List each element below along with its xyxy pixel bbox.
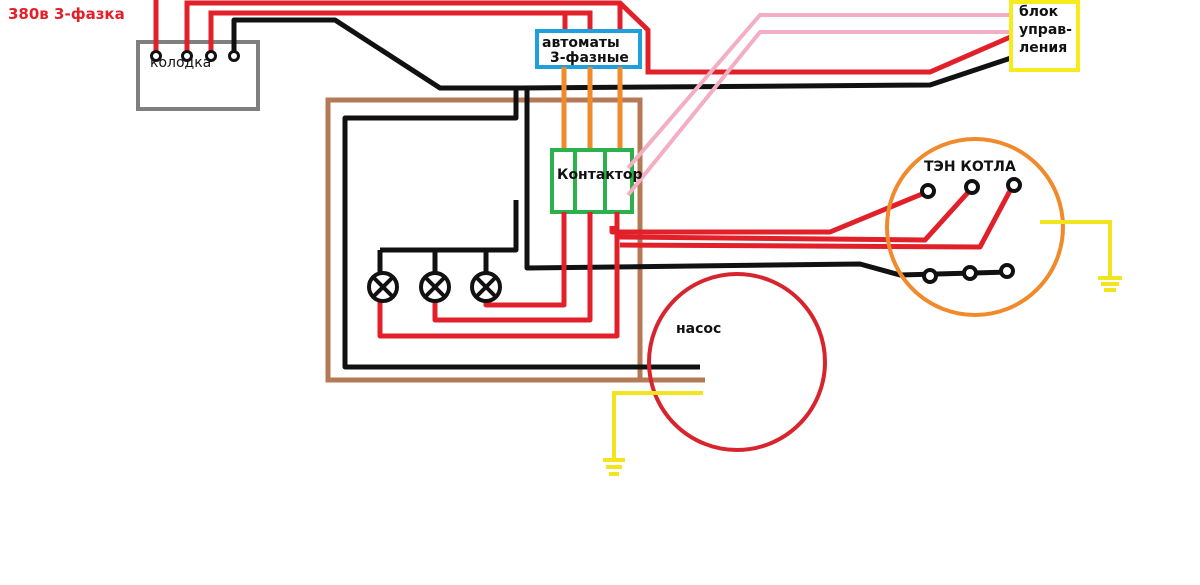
breakers-label-line2: 3-фазные — [550, 50, 629, 67]
terminal-contacts — [150, 50, 240, 62]
heater-terminals-top — [920, 177, 1022, 199]
lamp-icon — [367, 271, 399, 303]
control-unit-frame — [1009, 0, 1080, 72]
heater-terminals-bottom — [922, 263, 1015, 284]
control-unit-label: блок управ- ления — [1019, 4, 1072, 57]
terminal-block-label: колодка — [150, 55, 212, 71]
breakers-label: автоматы 3-фазные — [542, 35, 629, 67]
contactor-output-wires — [377, 185, 1015, 339]
heater-label: ТЭН КОТЛА — [924, 159, 1016, 175]
control-unit-line2: управ- — [1019, 21, 1072, 38]
contactor — [550, 148, 634, 214]
control-wires — [626, 13, 1015, 197]
incoming-phase-wires — [153, 0, 1016, 75]
cabinet-frame — [325, 97, 643, 383]
indicator-lamps — [367, 271, 502, 303]
diagram-title: 380в 3-фазка — [8, 5, 125, 23]
breakers-frame — [535, 29, 642, 69]
control-unit-line1: блок — [1019, 4, 1059, 20]
contactor-label: Контактор — [557, 167, 643, 183]
breakers-label-line1: автоматы — [542, 35, 620, 51]
lamp-icon — [470, 271, 502, 303]
pump-label: насос — [676, 321, 722, 337]
control-unit-line3: ления — [1019, 39, 1068, 56]
lamp-icon — [419, 271, 451, 303]
ground-wires — [603, 220, 1122, 476]
breaker-output-wires — [561, 67, 623, 150]
terminal-block-frame — [136, 40, 260, 111]
heater-circle — [885, 137, 1065, 317]
pump-circle — [647, 272, 827, 452]
